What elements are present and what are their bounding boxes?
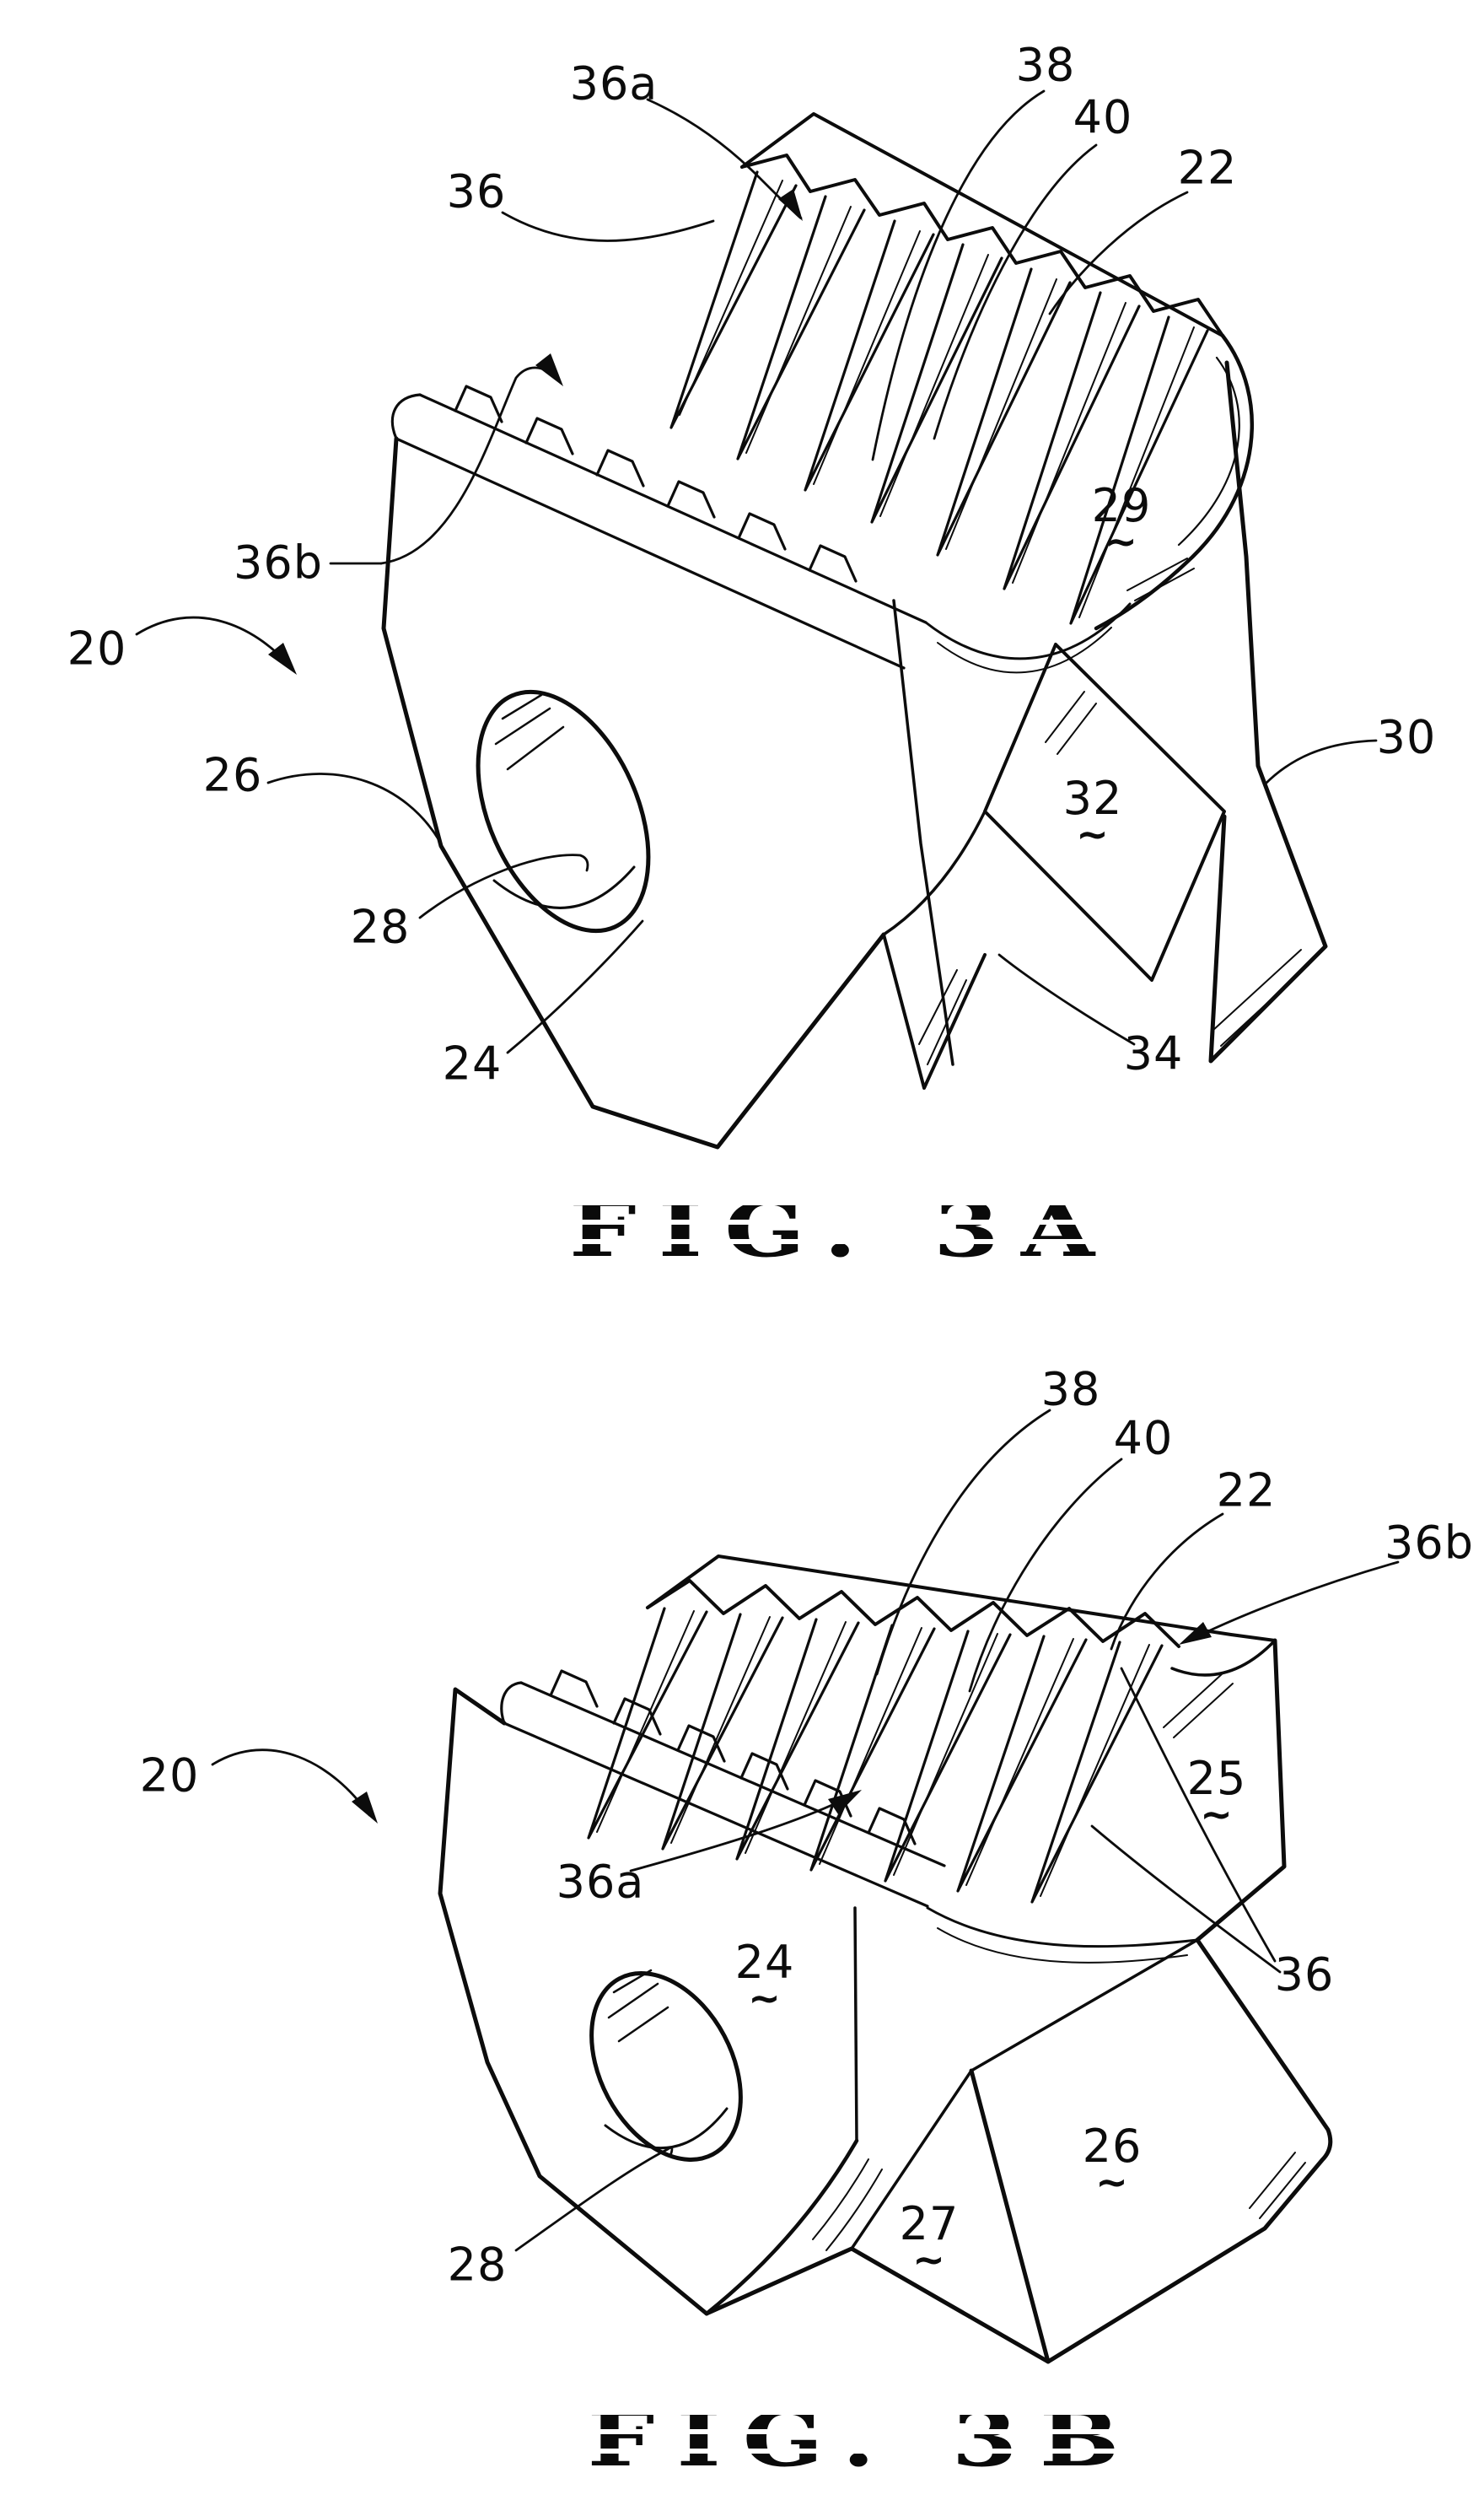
figure-3a-caption: FIG. 3A	[493, 1186, 1193, 1272]
arrow-36a	[828, 1790, 862, 1814]
slab-top-face	[740, 112, 1224, 337]
slab-zigzag-edge	[740, 154, 1224, 337]
bore-hole-hatching	[607, 1969, 669, 2043]
leader-lines	[211, 1409, 1400, 2252]
arrow-20	[268, 643, 297, 675]
saddle-curve	[924, 602, 1132, 660]
front-corner-edge	[853, 1906, 858, 2142]
caption-scan-stripes	[506, 2395, 1223, 2481]
bore-hole	[476, 689, 651, 934]
slab-end-cap	[1094, 333, 1255, 631]
front-face-outline	[438, 1687, 709, 2316]
bottom-prong	[882, 933, 987, 1090]
right-prong-ridge	[970, 1938, 1199, 2072]
arrow-36a	[778, 189, 803, 221]
notch-wall-chamfers	[812, 2158, 883, 2251]
bore-inner-wall	[492, 865, 636, 909]
gripping-teeth	[669, 170, 1209, 625]
leader-lines	[135, 89, 1378, 1054]
saddle-curve-inner	[937, 627, 1112, 674]
notch-teeth-strip	[500, 1669, 946, 1908]
bore-inner-wall	[604, 2107, 729, 2150]
arrow-20	[352, 1791, 378, 1824]
right-prong-26	[969, 1937, 1333, 2364]
notch-teeth-strip	[390, 385, 928, 670]
side-face-25	[1195, 1638, 1287, 1942]
figure-3b-art	[211, 1409, 1400, 2364]
front-face-outline	[381, 436, 886, 1150]
front-corner-edge	[892, 599, 954, 1066]
slab-right-corner-arc	[1170, 1639, 1277, 1677]
teeth-ridge-lines	[596, 1610, 1150, 1897]
band-bottom-curve	[926, 1906, 1199, 1948]
figure-3b-caption: FIG. 3B	[506, 2395, 1223, 2481]
bore-hole-hatching	[494, 693, 565, 771]
slab-top-face	[646, 1554, 1277, 1642]
right-prong-chamfers	[1212, 949, 1309, 1047]
gripping-teeth	[587, 1607, 1164, 1904]
teeth-band-end-chamfers	[1163, 1673, 1234, 1738]
caption-scan-stripes	[493, 1186, 1193, 1272]
slab-zigzag-edge	[646, 1579, 1180, 1648]
solid-arrowheads	[268, 189, 803, 675]
bore-hole	[589, 1971, 743, 2162]
arrow-36b	[535, 353, 563, 386]
right-prong	[1208, 360, 1328, 1064]
v-notch-chamfers	[1045, 558, 1195, 755]
teeth-ridge-lines	[679, 180, 1195, 618]
band-bottom-curve-inner	[937, 1927, 1188, 1964]
notch-wall-curve	[704, 2138, 859, 2316]
v-notch-face	[983, 643, 1226, 982]
groove-floor-edge	[882, 810, 987, 936]
solid-arrowheads	[352, 1622, 1212, 1824]
right-prong-chamfers	[1249, 2152, 1306, 2219]
figure-3a-art	[135, 89, 1378, 1150]
notch-right-ridge	[850, 2069, 973, 2250]
arrow-36b	[1179, 1622, 1212, 1645]
